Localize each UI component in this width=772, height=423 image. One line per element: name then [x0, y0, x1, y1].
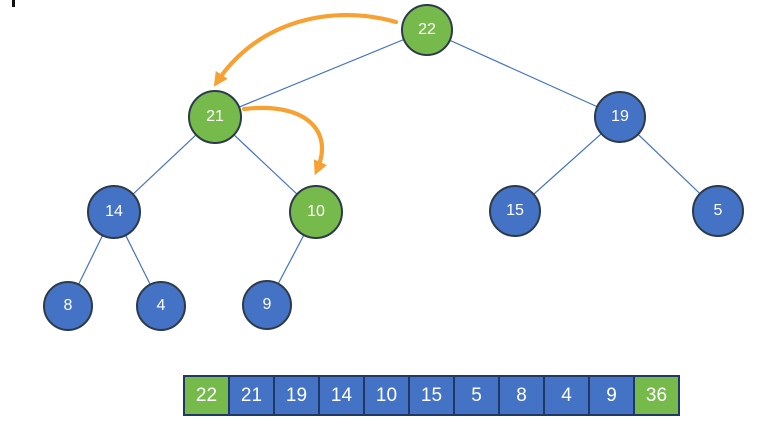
array-cell-2: 19	[275, 377, 320, 414]
array-cell-0: 22	[185, 377, 230, 414]
array-cell-9: 9	[590, 377, 635, 414]
tree-node-15: 15	[489, 185, 541, 237]
tree-node-10: 10	[289, 185, 343, 239]
array-cell-7: 8	[500, 377, 545, 414]
array-cell-8: 4	[545, 377, 590, 414]
array-cell-10: 36	[635, 377, 678, 414]
tree-edge-22-21	[214, 29, 428, 118]
tree-edge-22-19	[426, 29, 621, 118]
tree-node-9: 9	[242, 280, 292, 330]
array-cell-3: 14	[320, 377, 365, 414]
tree-node-21: 21	[188, 90, 242, 144]
array-cell-4: 10	[365, 377, 410, 414]
tree-node-14: 14	[87, 185, 141, 239]
tree-node-19: 19	[594, 91, 646, 143]
array-cell-1: 21	[230, 377, 275, 414]
swap-arrow-21-10	[241, 105, 327, 176]
stray-mark	[12, 0, 15, 7]
heap-array: 22 21 19 14 10 15 5 8 4 9 36	[183, 375, 680, 416]
tree-node-8: 8	[43, 281, 93, 331]
swap-arrow-22-21	[213, 12, 399, 87]
tree-node-5: 5	[692, 185, 744, 237]
tree-node-22: 22	[401, 4, 453, 56]
tree-node-4: 4	[136, 281, 186, 331]
array-cell-5: 15	[410, 377, 455, 414]
array-cell-6: 5	[455, 377, 500, 414]
